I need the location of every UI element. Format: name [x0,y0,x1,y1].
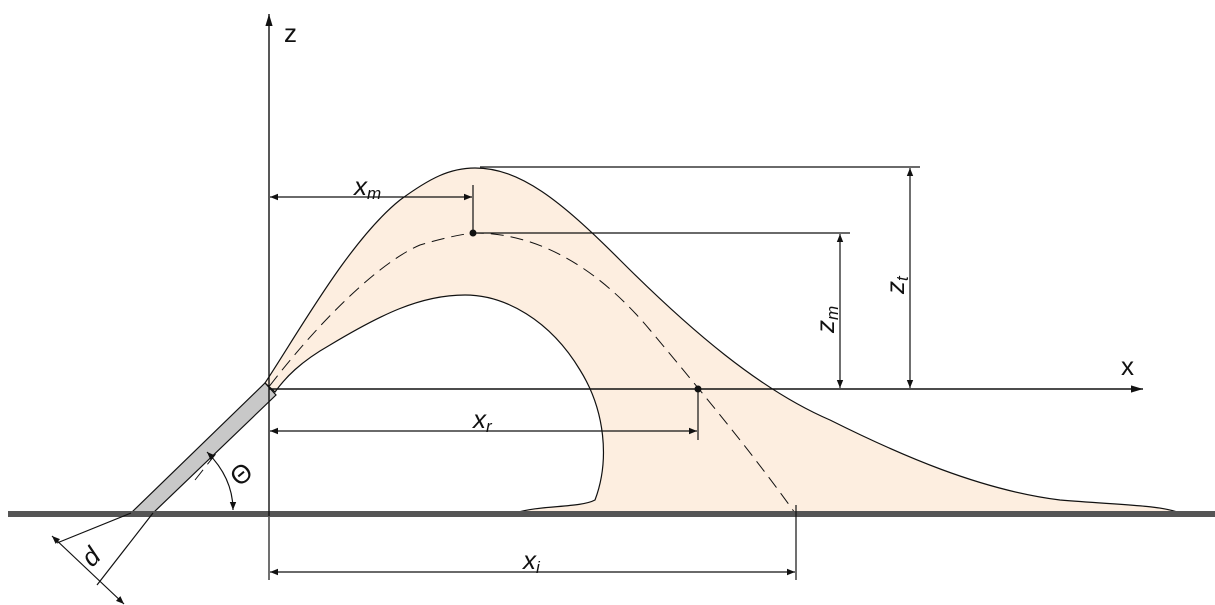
xr-label: xr [471,404,493,436]
xi-label: xi [521,545,541,577]
plume-centerline [194,232,796,514]
xm-label: xm [352,171,381,203]
plume-shape [264,167,1181,514]
nozzle [129,382,277,514]
zm-label: zm [810,306,842,334]
z-axis-label: z [284,18,297,48]
diameter-dimension [51,535,125,605]
ground-line [8,511,1215,517]
angle-arc [206,451,237,511]
x-axis-label: x [1121,351,1134,381]
diameter-label: d [75,540,108,573]
zt-label: zt [880,275,912,295]
